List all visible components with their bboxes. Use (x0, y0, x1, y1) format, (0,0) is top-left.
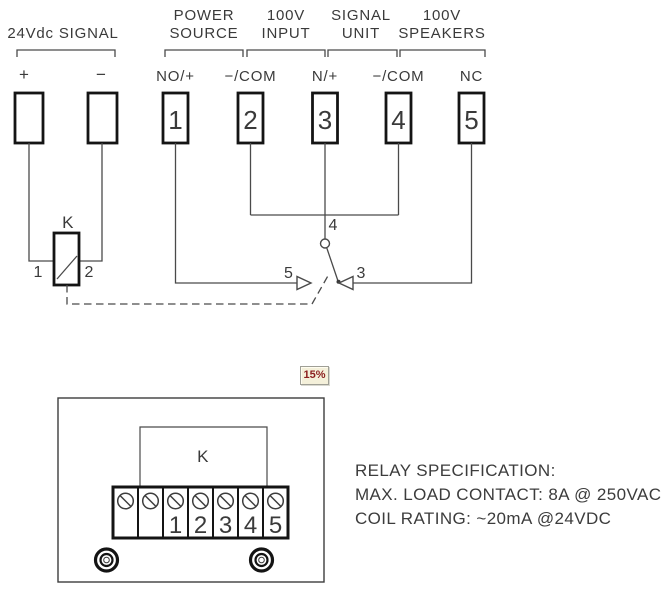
screw-icon (241, 492, 260, 510)
panel-terminal-number: 2 (194, 512, 207, 539)
group-100v-input-line2: INPUT (262, 25, 311, 42)
panel-terminal-number: 1 (169, 512, 182, 539)
dc-signal-label: 24Vdc SIGNAL (7, 25, 118, 42)
group-100v-speakers-line1: 100V (423, 7, 461, 24)
screw-icon (266, 492, 285, 510)
terminal-group-labels: POWER SOURCE 100V INPUT SIGNAL UNIT 100V… (164, 7, 486, 57)
contact-pivot (319, 238, 331, 249)
contact-no-label: 5 (284, 265, 293, 282)
wire-terminal5-to-contact3 (353, 143, 473, 284)
mounting-hole-icon (93, 547, 120, 573)
panel-relay-label: K (197, 447, 209, 466)
screw-icon (216, 492, 235, 510)
zoom-level-value: 15% (303, 369, 326, 381)
group-power-source-bracket (164, 49, 244, 57)
dc-minus-label: − (96, 65, 106, 84)
screw-icon (191, 492, 210, 510)
panel-terminal-block (111, 485, 290, 540)
relay-panel-drawing: K 1 2 3 4 5 (57, 397, 325, 583)
group-power-source-line1: POWER (174, 7, 235, 24)
wire-plus-to-coil (28, 143, 54, 262)
group-signal-unit-line1: SIGNAL (331, 7, 391, 24)
mechanical-linkage-dashed (66, 273, 330, 305)
screw-icon (166, 492, 185, 510)
group-power-source-line2: SOURCE (170, 25, 239, 42)
contact-common-label: 4 (329, 217, 338, 234)
mounting-holes (93, 547, 275, 573)
screw-icons (116, 492, 285, 510)
terminal-3-number: 3 (318, 105, 332, 135)
relay-coil: K 1 2 (34, 213, 94, 287)
terminal-4-number: 4 (391, 105, 405, 135)
spec-title: RELAY SPECIFICATION: (355, 461, 556, 480)
terminal-3-label: N/+ (312, 68, 338, 85)
terminal-5-number: 5 (464, 105, 478, 135)
relay-coil-label: K (62, 213, 74, 232)
contact-nc-label: 3 (357, 265, 366, 282)
contact-arrow-right-icon (296, 275, 313, 291)
changeover-contact: 4 5 3 (66, 217, 366, 305)
contact-arrow-left-icon (337, 275, 354, 291)
dc-signal-bracket (16, 49, 116, 57)
group-100v-input-bracket (246, 49, 326, 57)
terminal-5-box (457, 91, 486, 145)
wires (28, 143, 473, 284)
terminal-2-number: 2 (243, 105, 257, 135)
group-100v-speakers-bracket (399, 49, 486, 57)
dc-plus-label: + (19, 65, 29, 84)
terminal-2-label: −/COM (225, 68, 277, 85)
panel-terminal-numbers: 1 2 3 4 5 (169, 512, 282, 539)
terminal-row: NO/+ 1 −/COM 2 N/+ 3 −/COM 4 NC 5 (156, 68, 486, 145)
panel-terminal-dividers (137, 487, 264, 538)
terminal-1-label: NO/+ (156, 68, 195, 85)
panel-relay-outline (139, 426, 268, 486)
spec-max-load: MAX. LOAD CONTACT: 8A @ 250VAC (355, 485, 662, 504)
screw-icon (116, 492, 135, 510)
relay-pin1-label: 1 (34, 264, 43, 281)
group-signal-unit-bracket (327, 49, 398, 57)
spec-coil-rating: COIL RATING: ~20mA @24VDC (355, 509, 612, 528)
dc-minus-terminal-box (86, 91, 119, 145)
group-100v-speakers-line2: SPEAKERS (398, 25, 485, 42)
mounting-hole-icon (248, 547, 275, 573)
relay-specification: RELAY SPECIFICATION: MAX. LOAD CONTACT: … (355, 459, 661, 531)
screw-icon (141, 492, 160, 510)
wire-minus-to-coil (79, 143, 103, 262)
dc-plus-terminal-box (13, 91, 45, 145)
relay-pin2-label: 2 (85, 264, 94, 281)
dc-signal-group: 24Vdc SIGNAL + − (7, 25, 119, 145)
contact-armature (326, 247, 339, 282)
terminal-5-label: NC (460, 68, 483, 85)
panel-terminal-number: 4 (244, 512, 257, 539)
terminal-1-box (161, 91, 190, 145)
group-100v-input-line1: 100V (267, 7, 305, 24)
wire-terminal1-to-contact5 (174, 143, 297, 284)
terminal-4-label: −/COM (373, 68, 425, 85)
panel-terminal-number: 3 (219, 512, 232, 539)
zoom-level-badge: 15% (300, 366, 329, 385)
terminal-1-number: 1 (168, 105, 182, 135)
relay-coil-diagonal (56, 255, 78, 280)
panel-terminal-number: 5 (269, 512, 282, 539)
group-signal-unit-line2: UNIT (342, 25, 380, 42)
